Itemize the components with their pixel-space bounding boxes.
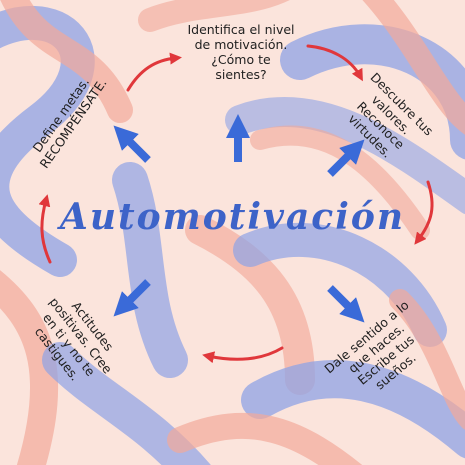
arrow-up-left-icon — [113, 125, 151, 163]
cycle-arrow-icon — [202, 346, 284, 364]
cycle-arrow-icon — [126, 52, 182, 92]
diagram-title: Automotivación — [59, 196, 406, 238]
arrow-down-left-icon — [113, 279, 151, 317]
cycle-arrow-icon — [306, 44, 363, 82]
cycle-arrow-icon — [414, 180, 434, 245]
cycle-arrow-icon — [38, 194, 52, 264]
node-top: Identifica el nivel de motivación. ¿Cómo… — [187, 22, 295, 82]
arrow-up-right-icon — [327, 139, 365, 177]
arrow-down-right-icon — [327, 285, 365, 323]
